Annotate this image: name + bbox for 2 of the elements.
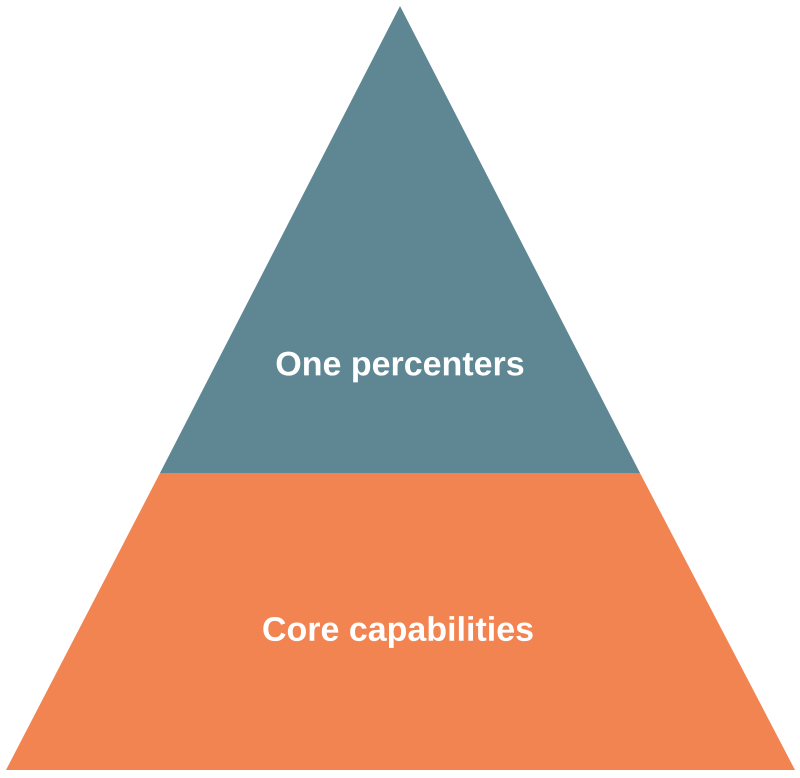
pyramid-tier: One percenters	[160, 6, 640, 473]
pyramid-tier: Core capabilities	[6, 472, 795, 770]
